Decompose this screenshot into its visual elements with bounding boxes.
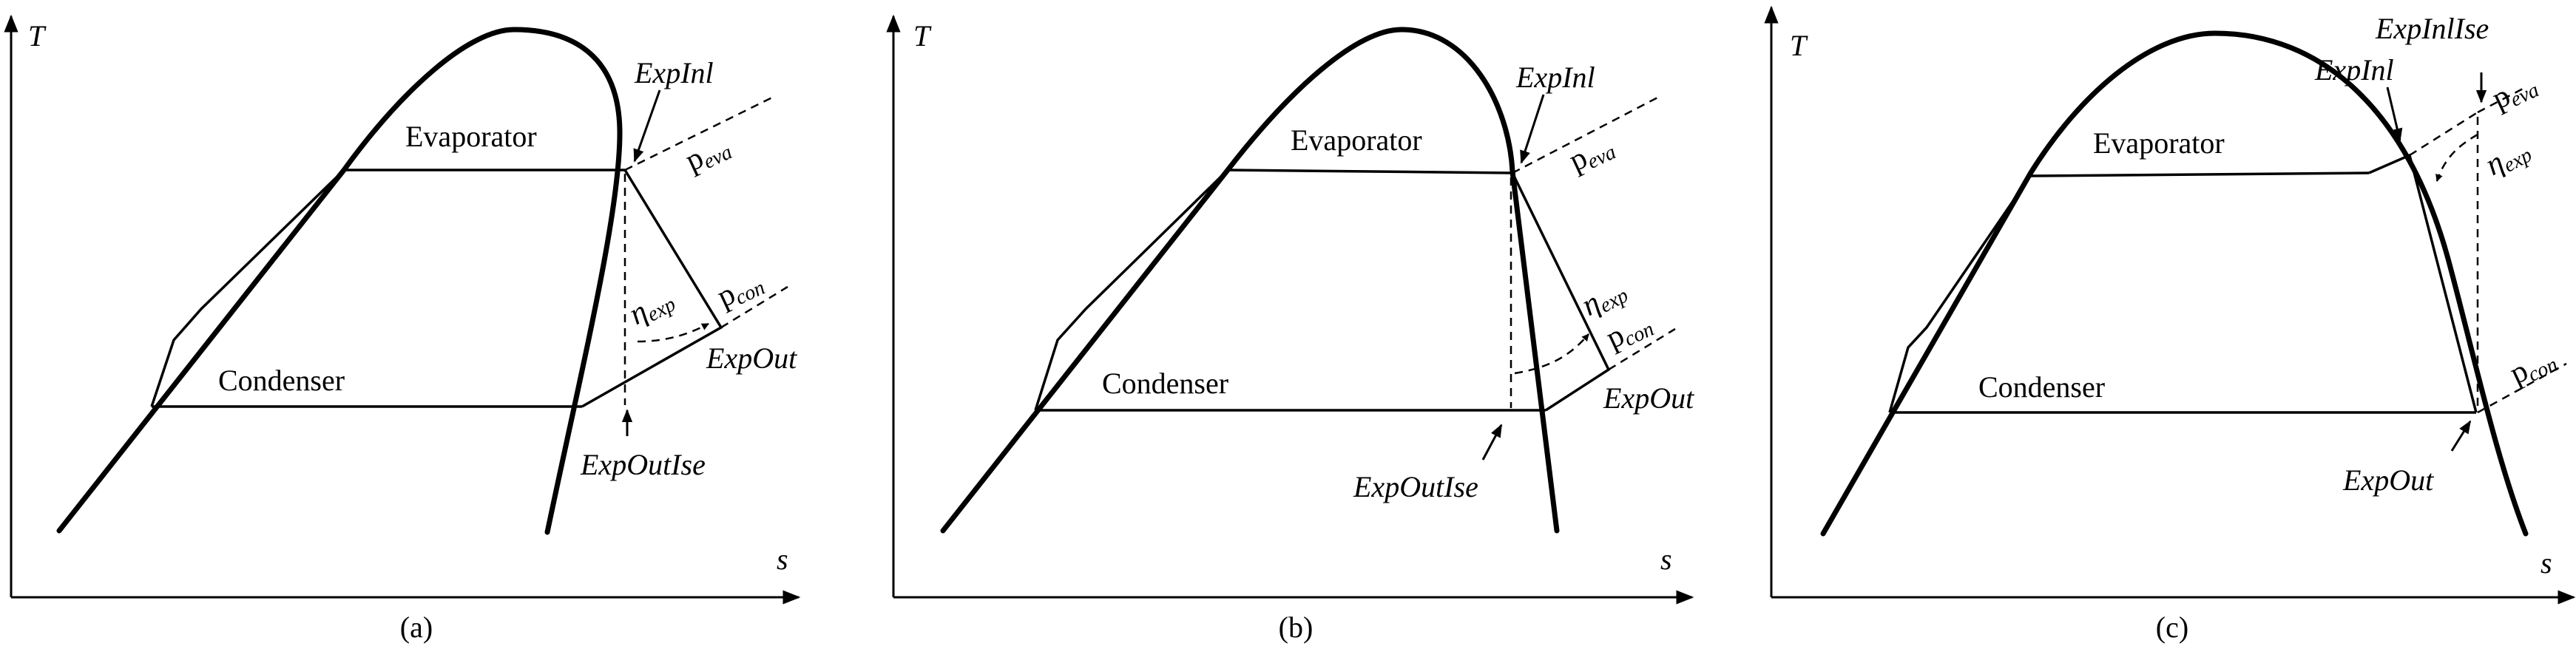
p-eva-label: peva <box>2487 67 2543 118</box>
exp-inl-ise-label: ExpInlIse <box>2375 12 2489 45</box>
exp-inl-label: ExpInl <box>1515 61 1595 94</box>
axes-b <box>886 14 1694 605</box>
eta-exp-label: ηexp <box>2480 132 2536 184</box>
evaporator-label: Evaporator <box>405 120 537 153</box>
evaporator-label: Evaporator <box>2093 126 2225 160</box>
condenser-label: Condenser <box>218 364 345 397</box>
pointer-arrows <box>1481 94 1545 461</box>
saturation-dome <box>940 27 1560 534</box>
p-con-label: pcon <box>2505 341 2561 393</box>
p-eva-label: peva <box>1564 129 1620 180</box>
caption-a: (a) <box>400 611 433 644</box>
pointer-arrows <box>2386 72 2487 452</box>
svg-text:peva: peva <box>1564 129 1620 180</box>
svg-text:ηexp: ηexp <box>623 281 680 333</box>
svg-text:pcon: pcon <box>2505 341 2561 393</box>
isobars <box>2409 86 2567 414</box>
exp-out-ise-label: ExpOutIse <box>580 448 706 481</box>
saturation-dome <box>56 27 623 535</box>
svg-text:ηexp: ηexp <box>1576 272 1632 324</box>
axis-label-t: T <box>28 19 47 52</box>
p-con-label: pcon <box>712 264 768 316</box>
panel-b: T s Evaporator Condenser ExpInl ExpOut E… <box>886 14 1694 644</box>
exp-out-label: ExpOut <box>706 342 797 375</box>
isobars <box>623 95 788 405</box>
exp-out-label: ExpOut <box>2342 463 2434 497</box>
axis-label-s: s <box>2540 546 2552 580</box>
svg-text:peva: peva <box>2487 67 2543 118</box>
axis-label-s: s <box>777 543 788 576</box>
evaporator-label: Evaporator <box>1291 123 1422 157</box>
exp-inl-label: ExpInl <box>634 56 714 89</box>
caption-c: (c) <box>2156 611 2188 644</box>
exp-out-ise-label: ExpOutIse <box>1353 470 1478 503</box>
eta-exp-label: ηexp <box>1576 272 1632 324</box>
saturation-dome <box>1820 30 2529 537</box>
panel-a: T s Evaporator Condenser ExpInl ExpOut E… <box>4 14 801 644</box>
eta-exp-label: ηexp <box>623 281 680 333</box>
axis-label-s: s <box>1660 543 1672 576</box>
svg-text:ηexp: ηexp <box>2480 132 2536 184</box>
axis-label-t: T <box>913 19 932 52</box>
axes-c <box>1764 5 2576 605</box>
svg-text:peva: peva <box>680 129 736 180</box>
svg-text:pcon: pcon <box>712 264 768 316</box>
condenser-label: Condenser <box>1102 367 1228 400</box>
caption-b: (b) <box>1279 611 1314 644</box>
isobars <box>1510 95 1676 408</box>
axis-label-t: T <box>1790 29 1808 62</box>
p-eva-label: peva <box>680 129 736 180</box>
exp-inl-label: ExpInl <box>2314 53 2394 86</box>
panel-c: T s Evaporator Condenser ExpInl ExpInlIs… <box>1764 5 2576 644</box>
exp-out-label: ExpOut <box>1603 381 1694 415</box>
axes-a <box>4 14 801 605</box>
condenser-label: Condenser <box>1978 370 2105 404</box>
pointer-arrows <box>621 89 661 436</box>
cycle-lines <box>1888 153 2478 414</box>
